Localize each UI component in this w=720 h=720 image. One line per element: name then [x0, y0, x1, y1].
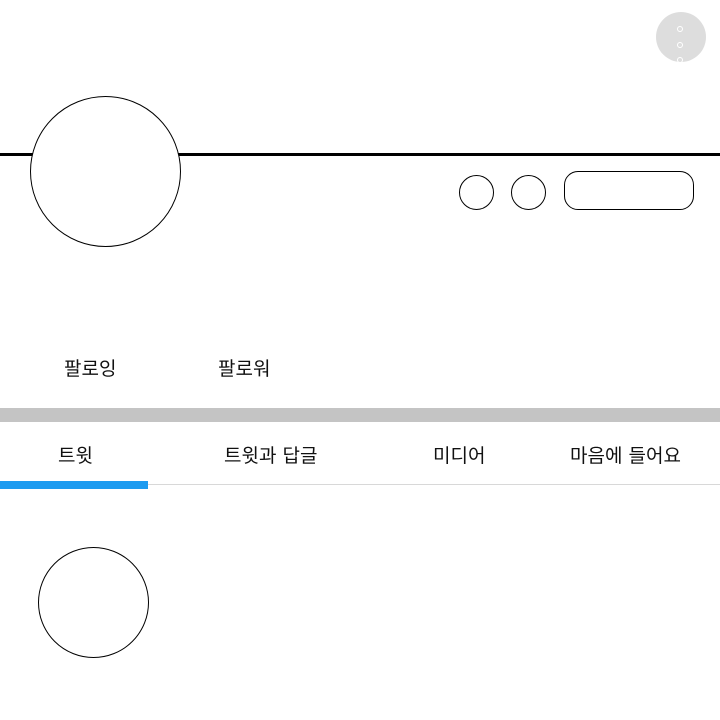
more-vertical-icon-dot [677, 57, 683, 63]
following-link[interactable]: 팔로잉 [64, 358, 117, 380]
profile-main-action-button[interactable] [564, 171, 694, 210]
tab-active-indicator [0, 481, 148, 489]
tweet-author-avatar[interactable] [38, 547, 149, 658]
tab-likes[interactable]: 마음에 들어요 [570, 445, 681, 467]
tab-tweets[interactable]: 트윗 [58, 445, 93, 467]
more-options-button[interactable] [656, 12, 706, 63]
more-vertical-icon-dot [677, 42, 683, 48]
tab-media[interactable]: 미디어 [433, 445, 486, 467]
profile-avatar[interactable] [30, 96, 181, 247]
section-separator [0, 408, 720, 422]
followers-link[interactable]: 팔로워 [218, 358, 271, 380]
header-divider [0, 153, 720, 156]
more-vertical-icon [677, 26, 683, 32]
tab-tweets-and-replies[interactable]: 트윗과 답글 [224, 445, 318, 467]
profile-action-button-1[interactable] [459, 175, 494, 210]
profile-tab-bar: 트윗 트윗과 답글 미디어 마음에 들어요 [0, 422, 720, 489]
profile-action-button-2[interactable] [511, 175, 546, 210]
tab-bar-divider [0, 484, 720, 485]
